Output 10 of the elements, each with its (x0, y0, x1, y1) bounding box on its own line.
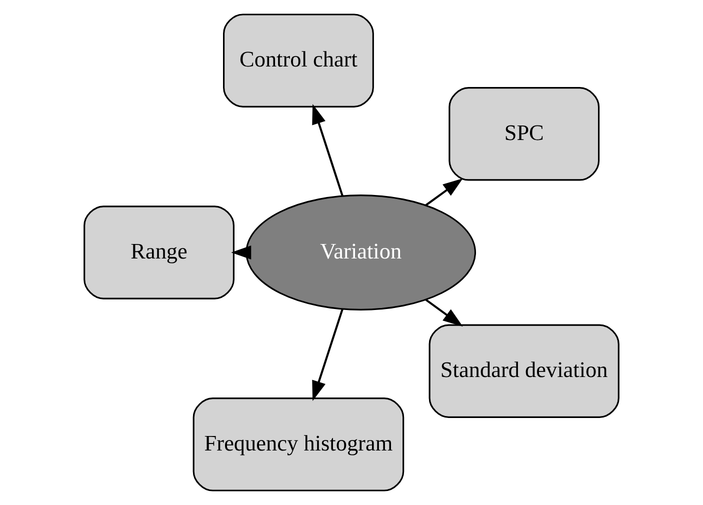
arrow (425, 178, 463, 206)
arrow (425, 298, 463, 327)
node-box: Range (84, 206, 234, 300)
node-box: SPC (448, 87, 600, 181)
node-box: Control chart (223, 14, 374, 108)
arrow (231, 245, 252, 260)
arrow (312, 308, 344, 401)
node-box: Frequency histogram (192, 398, 404, 492)
arrow (312, 104, 344, 196)
node-box: Standard deviation (428, 324, 620, 418)
